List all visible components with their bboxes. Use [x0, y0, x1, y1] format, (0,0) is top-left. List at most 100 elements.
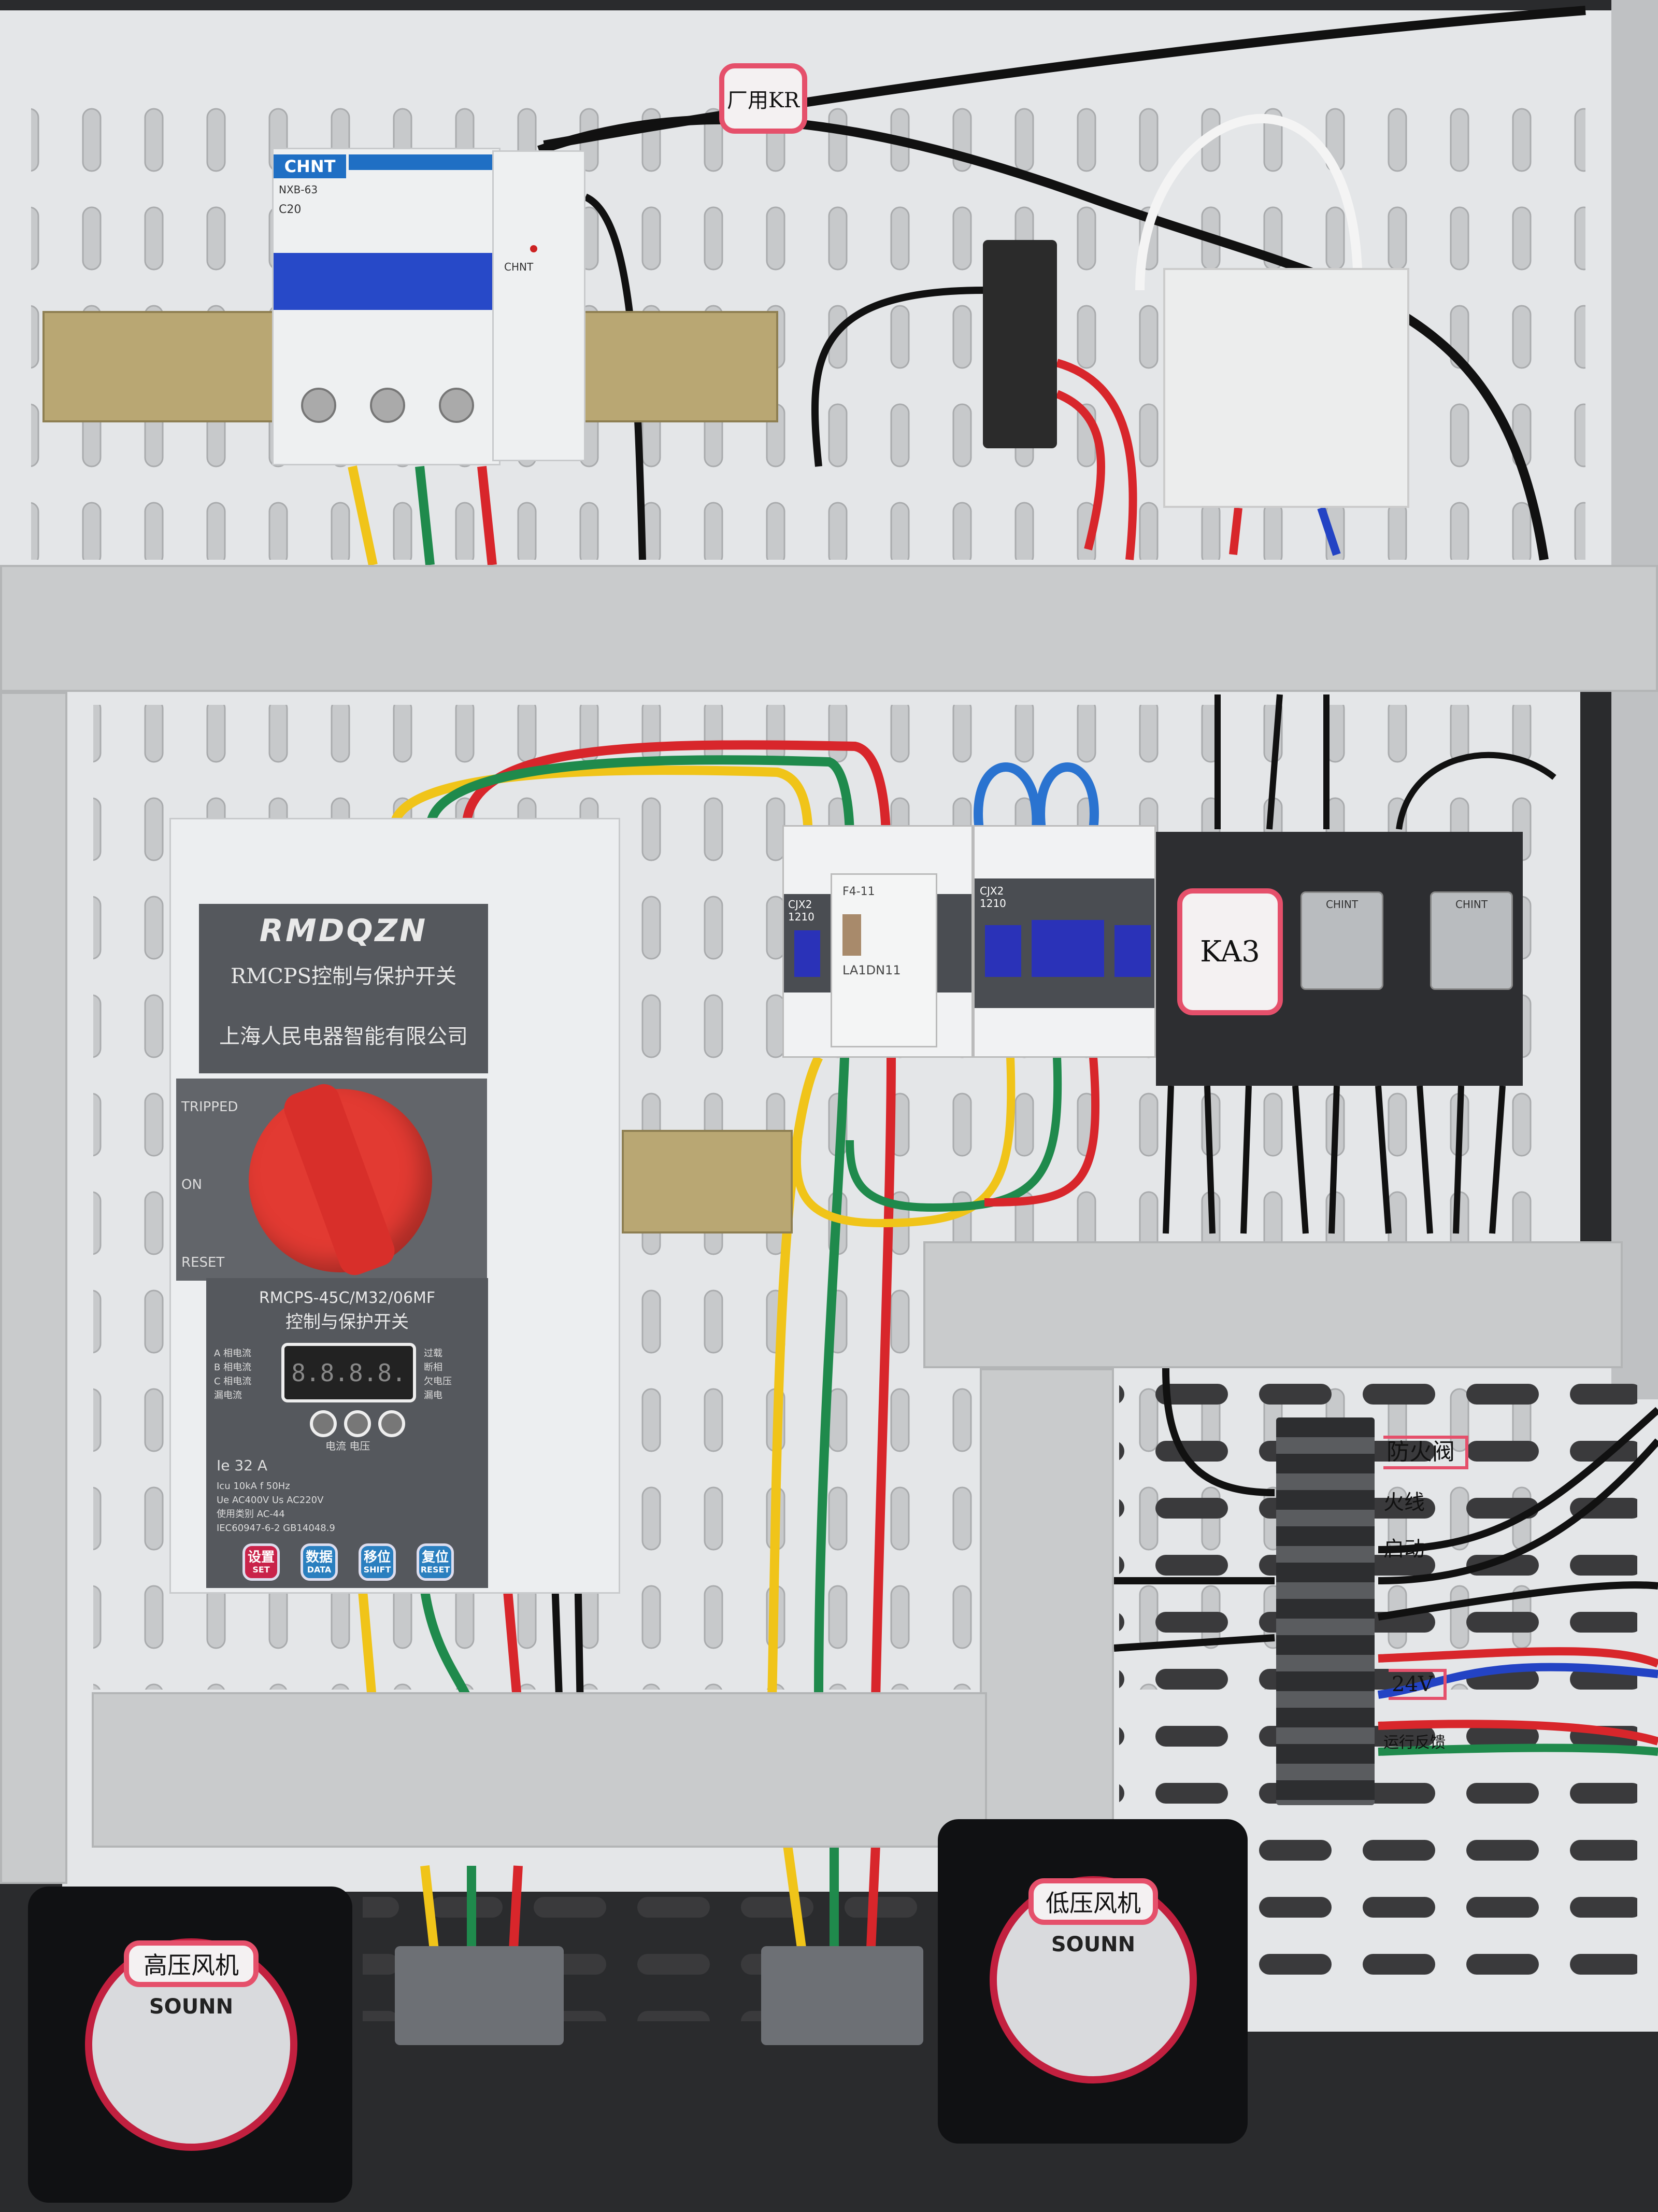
knob-label-tripped: TRIPPED [181, 1099, 238, 1115]
contactor-model: CJX2 1210 [980, 885, 1006, 910]
din-rail-middle [622, 1130, 793, 1233]
protector-nameplate: RMDQZN RMCPS控制与保护开关 上海人民电器智能有限公司 [199, 904, 488, 1073]
fan-brand: SOUNN [149, 1995, 234, 2019]
circuit-breaker-3p[interactable]: CHNT NXB-63 C20 [272, 148, 501, 465]
wire-black [811, 287, 985, 467]
contactor-window [1114, 925, 1151, 977]
relay-brand: CHINT [1455, 898, 1488, 911]
wire-yellow [420, 1865, 440, 1960]
breaker-screw-terminals [284, 388, 491, 429]
terminal-label-live: 火线 [1383, 1491, 1425, 1514]
cabinet-side-wall [1611, 0, 1658, 1399]
terminal-label-fire-damper: 防火阀 [1383, 1436, 1468, 1469]
wire-red [508, 1865, 523, 1960]
wire-red [1229, 507, 1242, 555]
aux-contact-block: F4-11 LA1DN11 [831, 873, 937, 1047]
fan-tag: 高压风机 [124, 1940, 259, 1987]
wire-yellow [348, 465, 378, 566]
wire-red [1055, 390, 1105, 550]
right-legend: 过载断相欠电压漏电 [424, 1348, 452, 1401]
contactor-1: CJX2 1210 F4-11 LA1DN11 [782, 825, 973, 1058]
wire-yellow [783, 1844, 808, 1960]
aux-indicator [842, 914, 861, 956]
wire-yellow [358, 1591, 378, 1711]
breaker-rating: C20 [279, 203, 302, 216]
breaker-blue-strip [349, 154, 499, 170]
breaker-toggle-handles[interactable] [274, 253, 499, 310]
terminal-label-run-feedback: 运行反馈 [1383, 1734, 1446, 1752]
wire-white [1135, 114, 1362, 291]
wire-red [1055, 359, 1137, 560]
controller-panel: RMCPS-45C/M32/06MF 控制与保护开关 8.8.8.8. A 相电… [206, 1278, 488, 1588]
vertical-wire-duct-left [0, 692, 67, 1884]
surge-protector: CHNT [492, 150, 585, 461]
wire-red [503, 1591, 523, 1711]
terminal-block-main [1276, 1417, 1375, 1805]
relay-brand: CHINT [1325, 898, 1359, 911]
wire-yellow [767, 1055, 823, 1700]
wire-green [425, 755, 854, 840]
relay-1: CHINT [1300, 891, 1383, 990]
knob-label-on: ON [181, 1177, 202, 1193]
horizontal-wire-duct-top [0, 565, 1658, 692]
rated-current: Ie 32 A [217, 1457, 268, 1474]
aux-block-label: F4-11 [842, 885, 875, 898]
contactor-2: CJX2 1210 [973, 825, 1156, 1058]
relay-tag: KA3 [1177, 888, 1283, 1015]
indicator-caption: 电流 电压 [325, 1440, 370, 1452]
fan-tag: 低压风机 [1028, 1878, 1158, 1925]
terminal-wires [1113, 1368, 1658, 1756]
product-name: RMCPS控制与保护开关 [231, 965, 456, 988]
knob-label-reset: RESET [181, 1255, 225, 1270]
wire-red [984, 1057, 1100, 1207]
wire-black [543, 6, 1586, 150]
terminal-label-24v: 24V [1389, 1669, 1447, 1700]
controller-model: RMCPS-45C/M32/06MF [259, 1289, 436, 1307]
indicator-lights [310, 1410, 405, 1437]
relay-wires [1163, 694, 1556, 1234]
wire-green [846, 1057, 1062, 1212]
wire-marker-tag: 厂用KR [719, 63, 807, 134]
knob-handle [280, 1080, 399, 1280]
relay-2: CHINT [1430, 891, 1513, 990]
wire-blue [974, 762, 1041, 830]
contactor-window [794, 930, 820, 977]
wire-green [415, 466, 435, 565]
contactor-window [1032, 920, 1104, 977]
fan-high-pressure: 高压风机 SOUNN [28, 1887, 352, 2203]
terminal-block-bottom-center [761, 1946, 923, 2045]
rotary-knob[interactable] [249, 1080, 432, 1280]
motor-protector-rmcps: RMDQZN RMCPS控制与保护开关 上海人民电器智能有限公司 TRIPPED… [169, 818, 620, 1594]
wire-red [477, 466, 497, 565]
vertical-wire-duct [980, 1368, 1114, 1835]
terminal-block-bottom-left [395, 1946, 564, 2045]
wire-blue [1317, 506, 1341, 556]
horizontal-wire-duct-bottom [92, 1692, 987, 1848]
manufacturer-name: 上海人民电器智能有限公司 [219, 1025, 468, 1048]
wire-yellow [792, 1057, 1016, 1228]
controller-title: 控制与保护开关 [285, 1312, 409, 1332]
breaker-brand-badge: CHNT [274, 154, 346, 178]
fan-brand: SOUNN [1051, 1933, 1136, 1956]
contactor-window [985, 925, 1021, 977]
fan-low-pressure: 低压风机 SOUNN [938, 1819, 1248, 2144]
spd-brand: CHNT [504, 261, 534, 273]
spd-indicator-icon [530, 245, 537, 252]
fan-hub: 高压风机 SOUNN [85, 1938, 297, 2151]
wire-green [814, 1057, 849, 1700]
terminal-label-start: 启动 [1383, 1537, 1425, 1561]
wire-red [871, 1057, 896, 1700]
contactor-model: CJX2 1210 [788, 898, 814, 923]
wire-blue [1036, 762, 1099, 830]
led-display: 8.8.8.8. [281, 1343, 416, 1402]
breaker-model: NXB-63 [279, 183, 318, 196]
aux-model: LA1DN11 [842, 963, 901, 978]
wire-yellow [389, 765, 813, 840]
